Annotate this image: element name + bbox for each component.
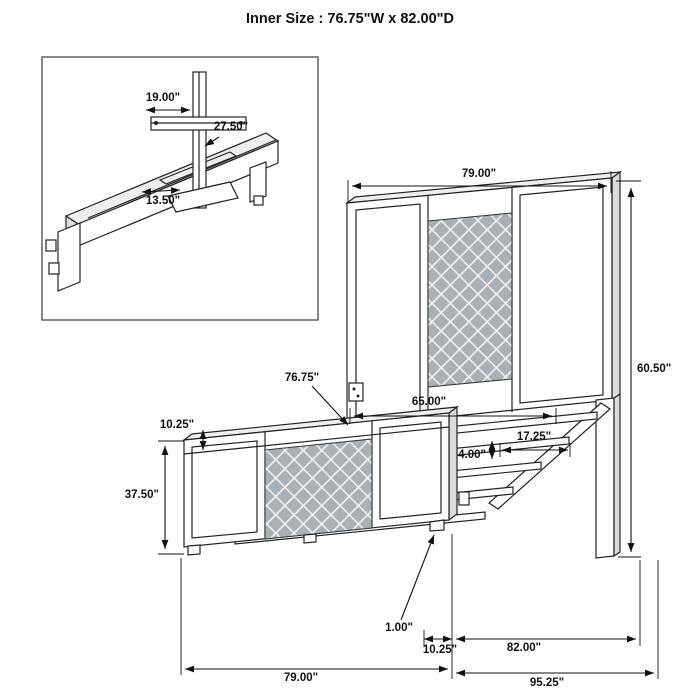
dim-label-footboard-cap: 10.25" (160, 419, 194, 431)
page-title: Inner Size : 76.75"W x 82.00"D (246, 11, 454, 27)
support-foot (458, 491, 470, 506)
footboard-foot (303, 533, 317, 544)
footboard-foot (429, 519, 445, 532)
dim-label-inner-width: 65.00" (412, 396, 446, 408)
footboard (181, 405, 460, 556)
dim-label-headboard-height: 60.50" (637, 363, 671, 375)
inset-detail-box: 19.00" 27.50" 13.50" (41, 56, 319, 321)
headboard-side-face (611, 170, 621, 402)
hinge-bracket (48, 262, 60, 275)
main-bed-drawing: 79.00" 60.50" 76.75" 65.00" 17.25" 4.00" (125, 168, 671, 689)
dim-inner-width: 65.00" (349, 396, 557, 424)
headboard-right-leg (595, 397, 615, 559)
dim-label-base-width: 13.50" (146, 195, 180, 207)
dim-label-headboard-width: 79.00" (462, 168, 496, 180)
mount-bracket (348, 382, 364, 402)
dim-label-bracket-width: 19.00" (146, 92, 180, 104)
dim-rail-inset: 17.25" (499, 431, 571, 457)
dim-bracket-height: 27.50" (204, 121, 248, 147)
dim-label-bracket-height: 27.50" (214, 121, 248, 133)
dim-footboard-cap: 10.25" (160, 419, 207, 450)
dim-bracket-width: 19.00" (146, 92, 190, 114)
footboard-side-face (448, 405, 458, 522)
dim-label-total-depth: 95.25" (530, 677, 564, 689)
dim-total-depth: 95.25" (456, 560, 659, 689)
dim-slat-thickness: 4.00" (458, 441, 496, 461)
inset-right-post (249, 161, 267, 203)
dim-label-foot-clearance: 1.00" (385, 622, 413, 634)
hinge-bracket (253, 195, 264, 206)
inset-base-plate (167, 181, 239, 213)
footboard-diamond-panel (264, 438, 373, 540)
dim-footboard-height: 37.50" (125, 440, 184, 555)
dim-footboard-thickness: 10.25" (423, 630, 457, 656)
dim-headboard-width: 79.00" (347, 168, 612, 202)
dim-foot-clearance: 1.00" (385, 534, 435, 634)
dim-footboard-width: 79.00" (180, 534, 453, 684)
dim-headboard-height: 60.50" (616, 180, 671, 558)
hinge-bracket (45, 239, 57, 252)
dim-label-footboard-thickness: 10.25" (423, 644, 457, 656)
dim-base-width: 13.50" (141, 187, 180, 207)
dim-slat-width: 76.75" (285, 372, 349, 426)
dim-label-rail-inset: 17.25" (517, 431, 551, 443)
dim-label-footboard-width: 79.00" (284, 672, 318, 684)
inset-left-post (57, 222, 81, 292)
footboard-foot (187, 544, 201, 556)
dim-label-inner-depth: 82.00" (507, 642, 541, 654)
dim-label-slat-thickness: 4.00" (458, 449, 486, 461)
dim-label-slat-width: 76.75" (285, 372, 319, 384)
dim-inner-depth: 82.00" (456, 560, 641, 654)
headboard-diamond-panel (427, 212, 513, 388)
dim-label-footboard-height: 37.50" (125, 489, 159, 501)
